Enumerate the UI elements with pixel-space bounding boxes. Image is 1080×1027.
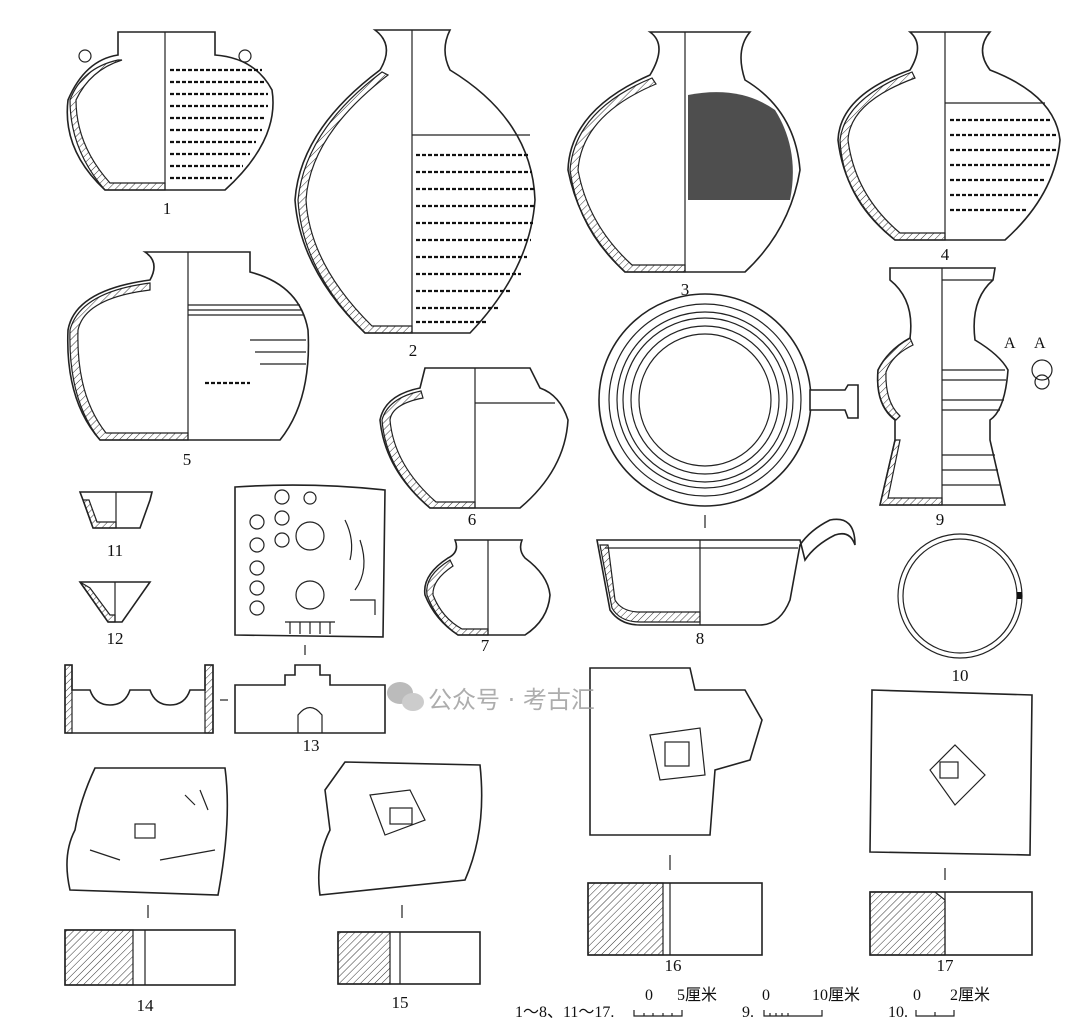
scale-end: 10厘米 (812, 986, 860, 1004)
label-15: 15 (392, 993, 409, 1012)
vessel-2-vase: 2 (294, 29, 536, 360)
label-8: 8 (696, 629, 705, 648)
scale-group-label: 1～8、11～17. (515, 1004, 614, 1021)
vessel-6-jar: 6 (379, 367, 569, 529)
vessel-8-handled-bowl: 8 (596, 293, 859, 648)
artifact-13-stove-model: 13 (64, 484, 386, 755)
label-16: 16 (665, 956, 682, 975)
label-3: 3 (681, 280, 690, 299)
label-10: 10 (952, 666, 969, 685)
vessel-12-cup: 12 (78, 581, 152, 648)
scale-bar-9: 9. 0 10厘米 (742, 986, 860, 1021)
watermark-text: 公众号 · 考古汇 (428, 686, 595, 714)
scale-group-label: 10. (888, 1004, 908, 1021)
scale-start: 0 (762, 987, 770, 1004)
label-13: 13 (303, 736, 320, 755)
label-12: 12 (107, 629, 124, 648)
label-14: 14 (137, 996, 155, 1015)
vessel-1-jar: 1 (66, 31, 274, 218)
detail-marker-a: A (1004, 335, 1016, 352)
vessel-7-jar: 7 (423, 539, 551, 655)
vessel-4-vase: 4 (837, 31, 1061, 264)
label-4: 4 (941, 245, 950, 264)
scale-group-label: 9. (742, 1004, 754, 1021)
scale-bar-10: 10. 0 2厘米 (888, 986, 990, 1021)
artifact-16-stone-block: 16 (587, 667, 763, 975)
scale-start: 0 (645, 987, 653, 1004)
label-6: 6 (468, 510, 477, 529)
scale-bar-1: 1～8、11～17. 0 5厘米 (515, 986, 717, 1021)
detail-marker-a-enlarged: A (1034, 335, 1046, 352)
label-7: 7 (481, 636, 490, 655)
label-17: 17 (937, 956, 955, 975)
scale-start: 0 (913, 987, 921, 1004)
artifact-15-stone-block: 15 (317, 761, 483, 1012)
ring-handle-detail (1031, 359, 1053, 381)
scale-end: 5厘米 (677, 986, 717, 1004)
vessel-5-jar: 5 (66, 251, 310, 469)
vessel-9-lamp-stand: A A 9 (876, 267, 1053, 529)
label-1: 1 (163, 199, 172, 218)
artifact-17-stone-block: 17 (869, 689, 1033, 975)
label-5: 5 (183, 450, 192, 469)
label-11: 11 (107, 541, 123, 560)
label-2: 2 (409, 341, 418, 360)
vessel-11-cup: 11 (78, 491, 154, 560)
vessel-3-vase: 3 (567, 31, 801, 299)
artifact-10-ring: 10 (897, 533, 1023, 685)
watermark: 公众号 · 考古汇 (387, 682, 595, 714)
label-9: 9 (936, 510, 945, 529)
scale-end: 2厘米 (950, 986, 990, 1004)
artifact-14-stone-block: 14 (64, 767, 236, 1015)
